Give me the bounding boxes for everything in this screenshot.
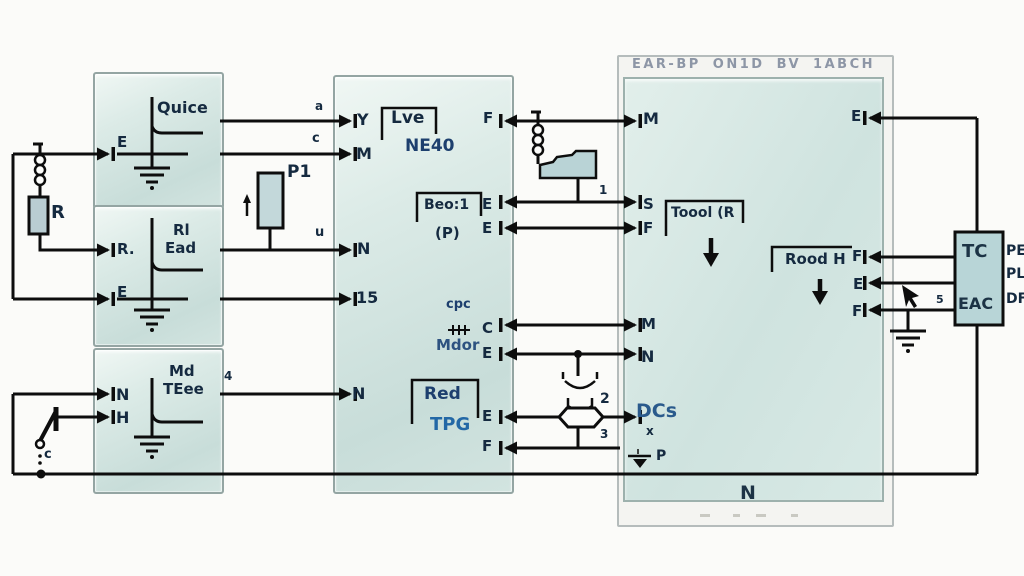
tc-eac-box: [953, 230, 1005, 327]
cam-symbol: [538, 149, 598, 180]
mid-label-beo: Beo:1: [424, 197, 470, 213]
mid-pin-e4: E: [482, 407, 493, 425]
label-brackets: [380, 106, 852, 424]
block3-pin-h: H: [116, 408, 130, 427]
mid-pin-y: Y: [357, 110, 369, 129]
mid-pin-f2: F: [482, 437, 493, 455]
mid-label-tpg: TPG: [430, 414, 471, 435]
block2-pin-e: E: [117, 283, 128, 301]
big-block-title: EAR-BP ON1D BV 1ABCH: [631, 57, 875, 72]
big-pin-m1: M: [643, 109, 659, 128]
block2-title-line1: Rl: [173, 221, 190, 239]
big-label-toool: Toool (R: [671, 205, 735, 221]
mid-pin-e2: E: [482, 219, 493, 237]
wire-label-a: a: [315, 99, 324, 113]
big-bottom-n: N: [740, 482, 756, 504]
mid-pin-n1: N: [357, 239, 371, 258]
mid-pin-15: 15: [356, 288, 379, 307]
mid-label-ne40: NE40: [405, 136, 455, 156]
big-label-x: x: [646, 424, 654, 438]
mid-pin-f1: F: [483, 109, 494, 127]
mid-pin-m: M: [356, 144, 372, 163]
resistor-label: R: [51, 202, 65, 223]
junction-dots: [36, 350, 582, 479]
cpc-symbol: [448, 325, 470, 335]
wire-label-c: c: [312, 131, 320, 146]
tc-label: TC: [962, 241, 988, 262]
block2-title-line2: Ead: [165, 239, 197, 257]
eac-label: EAC: [958, 294, 994, 313]
potentiometer-symbol: [243, 171, 285, 230]
pot-label: P1: [287, 162, 312, 182]
block3-title-line2: TEee: [163, 380, 204, 398]
switch-contact-label: c: [44, 447, 52, 462]
big-pin-f1: F: [643, 219, 654, 237]
wire-label-1: 1: [599, 183, 608, 197]
resistor-symbol: [27, 195, 50, 236]
mid-label-mdor: Mdor: [436, 336, 480, 354]
toool-down-arrow: [703, 238, 719, 267]
mid-pin-c: C: [482, 319, 494, 337]
mid-label-cpc: cpc: [446, 297, 471, 312]
block1-pin-e: E: [117, 133, 128, 151]
wire-label-u: u: [315, 225, 325, 240]
block2-pin-r: R.: [117, 240, 135, 258]
big-pin-m2: M: [641, 315, 656, 333]
big-label-p: P: [656, 448, 667, 464]
wire-label-4: 4: [224, 369, 233, 383]
generated-arrows-grounds-coils: [33, 111, 926, 459]
horn-symbol: [556, 372, 606, 429]
mouse-cursor: [902, 285, 919, 308]
ext-label-df: DF: [1006, 291, 1024, 307]
block-ne40: [333, 75, 514, 494]
mid-label-p-paren: (P): [435, 224, 460, 242]
switch-symbol: [34, 407, 59, 465]
block-earbp-inner: [623, 77, 884, 502]
mid-pin-e3: E: [482, 344, 493, 362]
ext-label-pl: PL: [1006, 266, 1024, 282]
big-label-dcs: DCs: [636, 400, 678, 422]
mid-pin-n2: N: [352, 384, 366, 403]
wire-label-3: 3: [600, 427, 609, 441]
ext-label-pe: PE: [1006, 243, 1024, 259]
block3-pin-n: N: [116, 385, 130, 404]
mid-label-lve: Lve: [391, 108, 425, 128]
probe-p-symbol: [628, 449, 651, 468]
wire-label-2: 2: [600, 391, 610, 407]
rood-down-arrow: [812, 279, 828, 305]
big-pin-n: N: [641, 347, 655, 366]
bottom-strip-dashes: [700, 514, 798, 517]
wires: [11, 97, 979, 476]
big-pin-f-right2: F: [852, 302, 863, 320]
big-pin-e-right2: E: [853, 275, 864, 293]
big-pin-e-right: E: [851, 107, 862, 125]
mid-label-red: Red: [424, 384, 461, 404]
big-pin-f-right1: F: [852, 247, 863, 265]
block-quice: [93, 72, 224, 209]
big-pin-s: S: [643, 195, 654, 213]
block3-title-line1: Md: [169, 362, 195, 380]
big-label-rood: Rood H: [785, 250, 846, 268]
block1-title: Quice: [157, 98, 208, 117]
block-rl-ead: [93, 205, 224, 347]
mid-pin-e1: E: [482, 195, 493, 213]
wire-label-5: 5: [936, 293, 944, 306]
